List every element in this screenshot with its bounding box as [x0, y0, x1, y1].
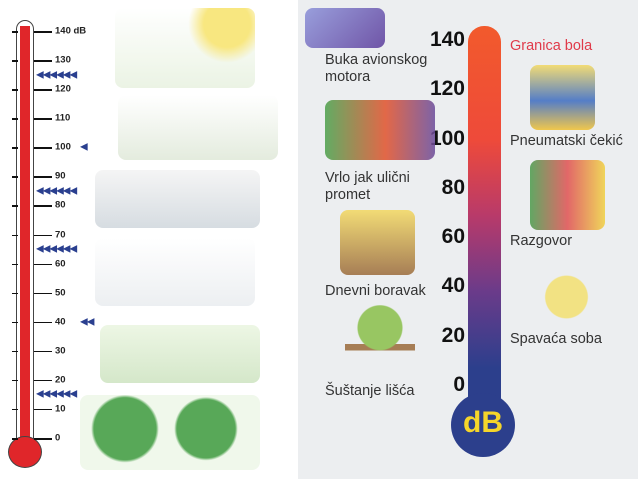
tick-mark-inner [12, 321, 18, 324]
tick-mark [34, 350, 52, 353]
level-marker-arrows: ◀◀ [80, 316, 94, 328]
scale-number: 0 [453, 373, 465, 396]
shouting-people-illustration [115, 8, 255, 88]
db-label: dB [463, 406, 503, 439]
tick-mark [34, 438, 52, 440]
tick-mark [34, 176, 52, 178]
level-marker-arrows: ◀◀◀◀◀◀ [36, 69, 77, 81]
tick-label: 30 [55, 345, 66, 357]
tick-mark-inner [12, 350, 18, 353]
top-tick-label: 140 dB [55, 25, 87, 37]
tick-label: 100 [55, 141, 71, 153]
traffic-illustration [325, 100, 435, 160]
tick-mark-inner [12, 234, 18, 236]
level-marker-arrows: ◀◀◀◀◀◀ [36, 243, 77, 255]
living-room-illustration [100, 325, 260, 383]
factory-workers-illustration [95, 170, 260, 228]
tick-mark [34, 31, 52, 33]
tick-label: 0 [55, 432, 61, 444]
tick-label: 120 [55, 83, 71, 95]
tick-mark-inner [12, 31, 18, 33]
conversation-illustration [530, 160, 605, 230]
tick-label: 110 [55, 112, 71, 124]
tick-mark [34, 234, 52, 236]
tree-illustration [345, 305, 415, 370]
thermometer-bulb [8, 436, 42, 468]
gradient-thermometer-bulb: dB [451, 393, 515, 457]
level-marker-arrows: ◀ [80, 141, 88, 153]
label-aircraft-engine: Buka avionskog motora [325, 52, 428, 85]
level-marker-arrows: ◀◀◀◀◀◀ [36, 185, 77, 197]
tick-mark [34, 60, 52, 62]
tick-label: 40 [55, 316, 66, 328]
scale-number: 60 [441, 225, 465, 249]
scale-number: 120 [429, 77, 465, 101]
tick-mark-inner [12, 408, 18, 411]
tick-label: 20 [55, 374, 66, 386]
tick-mark-inner [12, 60, 18, 62]
thermometer-tube [16, 20, 34, 448]
scale-number: 40 [441, 274, 465, 298]
tick-mark [34, 408, 52, 411]
jackhammer-illustration [118, 95, 278, 160]
tick-mark-inner [12, 118, 18, 120]
tick-mark-inner [12, 205, 18, 207]
tick-mark [34, 321, 52, 324]
jet-illustration [305, 8, 385, 48]
tick-label: 90 [55, 170, 66, 182]
tick-label: 130 [55, 54, 71, 66]
label-jackhammer: Pneumatski čekić [510, 133, 623, 149]
reading-person-illustration [340, 210, 415, 275]
tick-label: 50 [55, 287, 66, 299]
scale-number: 100 [429, 126, 465, 150]
tick-mark-inner [12, 379, 18, 382]
scale-number: 20 [441, 323, 465, 347]
level-marker-arrows: ◀◀◀◀◀◀ [36, 388, 77, 400]
tick-mark [34, 379, 52, 382]
label-living-room: Dnevni boravak [325, 283, 426, 299]
tick-mark [34, 147, 52, 149]
sleeping-illustration [535, 258, 605, 323]
tick-mark [34, 89, 52, 91]
pain-threshold-label: Granica bola [510, 38, 593, 54]
tick-mark [34, 263, 52, 266]
tick-mark-inner [12, 263, 18, 266]
label-street-traffic: Vrlo jak ulični promet [325, 170, 410, 203]
tick-label: 70 [55, 229, 66, 240]
tick-mark [34, 292, 52, 295]
label-bedroom: Spavaća soba [510, 331, 602, 347]
tick-label: 10 [55, 403, 66, 415]
tick-mark-inner [12, 147, 18, 149]
label-conversation: Razgovor [510, 233, 573, 249]
tick-mark-inner [12, 89, 18, 91]
tick-mark-inner [12, 438, 18, 440]
scale-number: 80 [441, 175, 465, 199]
tick-label: 60 [55, 258, 66, 270]
tick-mark [34, 118, 52, 120]
tick-mark [34, 205, 52, 207]
gradient-thermometer-tube [468, 26, 501, 406]
tick-label: 80 [55, 199, 66, 211]
tick-mark-inner [12, 292, 18, 295]
tick-mark-inner [12, 176, 18, 178]
trees-illustration [80, 395, 260, 470]
jackhammer-worker-illustration [530, 65, 595, 130]
office-illustration [95, 238, 255, 306]
scale-number: 140 [429, 28, 465, 51]
label-rustling-leaves: Šuštanje lišća [325, 383, 415, 399]
